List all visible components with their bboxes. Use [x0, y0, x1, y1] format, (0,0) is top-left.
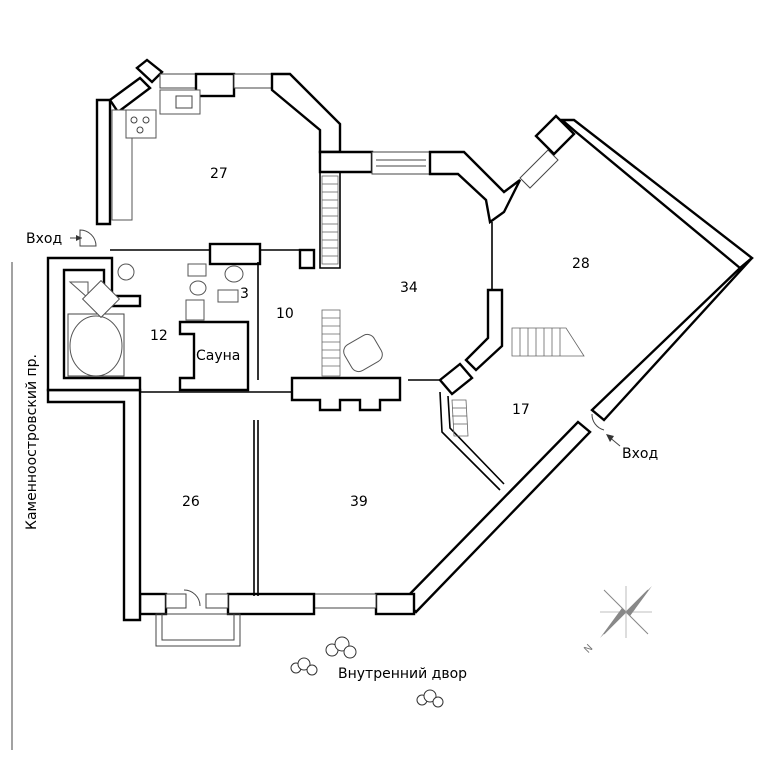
room-label-34: 34 [400, 280, 418, 296]
bathtub [69, 315, 123, 377]
inner-wall-28-17 [464, 288, 504, 372]
entrance-arrowhead-left [76, 235, 82, 241]
window-bottom-1 [313, 593, 377, 609]
window-top-3 [371, 151, 431, 175]
room-label-39: 39 [350, 494, 368, 510]
compass-north-label: N [582, 643, 595, 656]
inner-wall-block-3 [208, 242, 262, 266]
stair-lower [321, 309, 341, 377]
armchair [343, 333, 383, 373]
window-top-2 [233, 73, 273, 89]
inner-wall-17-lower [439, 391, 501, 491]
outer-wall-corner-nw-2 [135, 58, 164, 84]
wc-basin [187, 263, 207, 277]
stair-upper [321, 175, 339, 265]
outer-wall-south-east [402, 420, 592, 614]
outer-wall-diagonal-top [270, 72, 342, 154]
balcony [155, 613, 241, 647]
courtyard-label: Внутренний двор [338, 666, 467, 682]
window-bottom-2 [205, 593, 229, 609]
inner-pillars-39 [290, 376, 402, 412]
entrance-door-right[interactable] [591, 413, 605, 431]
outer-wall-pillar-top [194, 72, 236, 98]
street-label: Каменноостровский пр. [24, 354, 40, 530]
bathtub-frame [67, 313, 125, 377]
window-top-1 [159, 73, 197, 89]
room-label-sauna: Сауна [196, 348, 240, 364]
window-bottom-3 [165, 593, 187, 609]
window-bay-diagonal [519, 149, 559, 189]
stair-wall-upper [319, 172, 341, 269]
stove [125, 109, 157, 139]
room-label-12: 12 [150, 328, 168, 344]
washbasin-corner [81, 279, 121, 319]
tree-icon [290, 657, 318, 676]
sink-basin [175, 95, 193, 109]
room-label-17: 17 [512, 402, 530, 418]
entrance-door-left[interactable] [79, 229, 97, 247]
tree-icon [325, 636, 357, 659]
outer-wall-right-diagonal-top [558, 118, 754, 270]
entrance-label-right: Вход [622, 446, 658, 462]
stair-17 [451, 327, 585, 437]
tree-icon [416, 689, 444, 708]
outer-wall-bottom-right [374, 592, 416, 616]
toilet-left [117, 263, 135, 281]
outer-wall-corner-nw [108, 76, 152, 114]
stove-burner [130, 116, 138, 124]
room-label-3: 3 [240, 286, 249, 302]
compass-rose [600, 586, 652, 638]
room-label-10: 10 [276, 306, 294, 322]
stove-burner [142, 116, 150, 124]
sauna-stove [185, 299, 205, 321]
inner-wall-pillar [298, 248, 316, 270]
balcony-inner [161, 613, 235, 641]
outer-wall-bottom-left [138, 592, 168, 616]
room-label-26: 26 [182, 494, 200, 510]
outer-wall-bottom-center [226, 592, 316, 616]
bidet [189, 280, 207, 296]
outer-wall-bay-corner [534, 114, 576, 156]
sauna-walls [178, 320, 250, 392]
kitchen-sink [159, 89, 201, 115]
inner-wall-17-lower-b [447, 395, 505, 485]
outer-wall-left-lower [46, 388, 142, 622]
entrance-arrowhead-right [606, 434, 614, 442]
corner-shower [68, 281, 89, 300]
entrance-label-left: Вход [26, 231, 62, 247]
stove-burner [136, 126, 144, 134]
inner-wall-17-corner [438, 362, 474, 396]
wc-sink [217, 289, 239, 303]
outer-wall-step [318, 150, 374, 174]
outer-wall-left-upper [95, 98, 112, 226]
outer-wall-bay-center [428, 150, 522, 225]
room-label-28: 28 [572, 256, 590, 272]
wc-toilet [224, 265, 244, 283]
balcony-door[interactable] [183, 589, 201, 607]
room-label-27: 27 [210, 166, 228, 182]
outer-wall-right-diagonal-bottom [590, 257, 753, 422]
